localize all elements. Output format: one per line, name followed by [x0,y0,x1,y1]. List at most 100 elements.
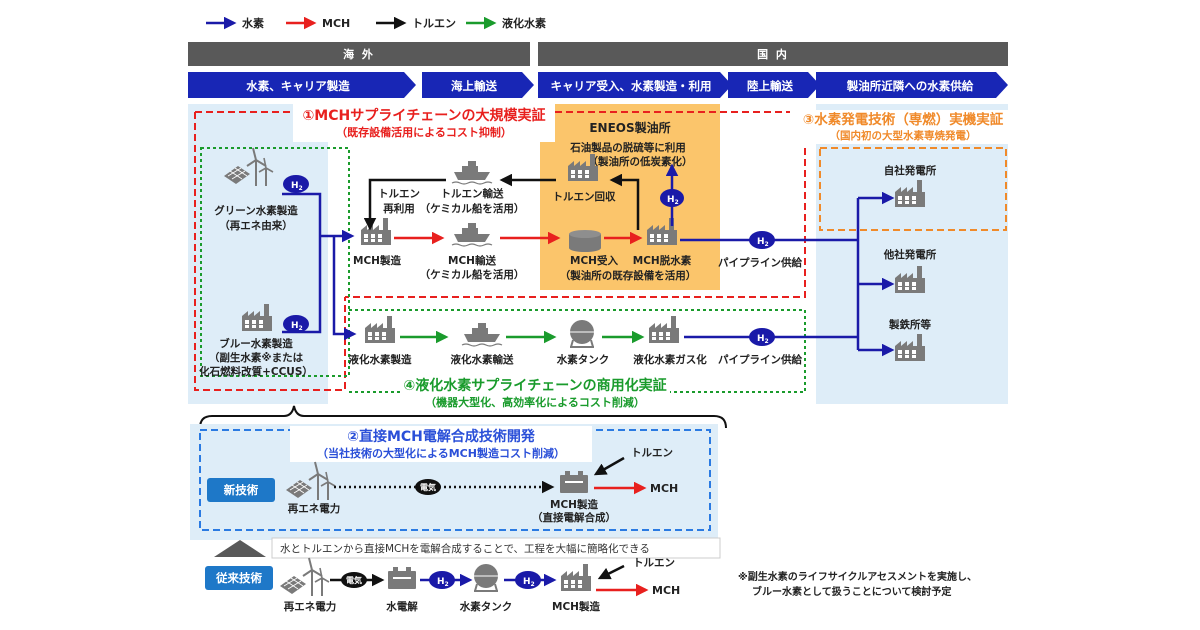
region-overseas-label: 海 外 [343,47,375,61]
project3-title-bg [790,110,1008,144]
old-tech-mch-make-label: MCH製造 [552,600,600,613]
lh2-border-left [200,147,350,377]
project3-subtitle: （国内初の大型水素専焼発電） [830,129,977,142]
new-tech-mch-make-2: （直接電解合成） [532,511,616,524]
project1-border-top [195,111,806,298]
toluene-reuse-arrow [363,178,446,231]
dehydro-label: MCH脱水素 [633,254,692,267]
simplify-note-box [271,537,721,559]
lh2-ship-label: 液化水素輸送 [451,353,514,366]
project3-title: ③水素発電技術（専燃）実機実証 [803,111,1004,128]
h2-badge-blue: H2 [283,315,309,333]
green-h2-label-1: グリーン水素製造 [214,204,298,217]
old-tech-renew-label: 再エネ電力 [284,600,337,613]
stage-label-4: 陸上輸送 [747,79,793,93]
mch-ship-label-1: MCH輸送 [448,254,496,267]
toluene-ship-label-1: トルエン輸送 [441,187,504,200]
new-tech-elec-badge [415,479,441,495]
mch-factory-icon [361,218,391,245]
toluene-ship-label-2: （ケミカル船を活用） [420,202,525,215]
new-tech-elec-label: 電気 [420,482,436,492]
old-tech-tank-icon [473,563,499,592]
h2-badge-pipeline2: H2 [749,328,775,346]
new-tech-mch-make-1: MCH製造 [550,498,598,511]
mch-ship-icon [451,222,493,247]
other-power-label: 他社発電所 [883,248,937,261]
legend-label-lh2: 液化水素 [502,16,546,30]
panel-overseas [188,104,328,404]
old-tech-toluene-arrow [597,564,625,580]
stage-chevron-5 [816,72,1008,98]
h2-to-lh2-arrow [332,236,357,341]
blue-h2-label-2: （副生水素※または [209,351,304,364]
lh2-ship-icon [461,322,503,347]
old-tech-electrolysis-label: 水電解 [385,600,418,613]
h2-tank-sphere-icon [569,319,595,348]
new-tech-toluene-label: トルエン [631,447,673,459]
legend-label-toluene: トルエン [412,17,456,30]
stage-chevron-2 [422,72,534,98]
project4-border [349,309,806,393]
h2-badge-pipeline1: H2 [749,231,775,249]
old-tech-electrolyzer-icon [388,567,416,589]
h2-badge-old-1: H2 [429,571,455,589]
svg-text:H2: H2 [757,334,769,345]
project1-title-bg [293,104,555,142]
blue-h2-label-3: 化石燃料改質+CCUS） [199,365,313,378]
footnote-line-1: ※副生水素のライフサイクルアセスメントを実施し、 [738,570,977,583]
project1-subtitle: （既存設備活用によるコスト抑制） [336,125,512,139]
refinery-box [540,104,720,290]
project2-title-bg [290,426,592,462]
old-tech-badge-label: 従来技術 [215,571,262,585]
footnote-line-2: ブルー水素として扱うことについて検討予定 [752,585,951,598]
project2-subtitle: （当社技術の大型化によるMCH製造コスト削減） [317,446,565,460]
toluene-recovery-arrow [609,173,640,230]
lh2-prod-label: 液化水素製造 [349,353,412,366]
new-tech-badge [207,478,275,502]
stage-chevron-1 [188,72,416,98]
svg-text:H2: H2 [523,577,535,588]
mch-ship-label-2: （ケミカル船を活用） [420,268,525,281]
refinery-name: ENEOS製油所 [589,120,670,135]
steel-label: 製鉄所等 [888,318,931,331]
old-tech-toluene-label: トルエン [633,557,675,569]
project1-border-left [194,112,346,391]
project2-title: ②直接MCH電解合成技術開発 [347,428,536,445]
stage-chevron-3 [538,72,732,98]
old-tech-elec-label: 電気 [346,575,362,585]
project3-border [819,147,1007,231]
project4-title-bg [400,375,670,413]
h2-tank-label: 水素タンク [556,353,610,366]
refinery-desulfur-2: （製油所の低炭素化） [588,155,693,168]
simplify-triangle [214,540,266,557]
svg-text:H2: H2 [291,181,303,192]
stage-label-2: 海上輸送 [451,79,497,93]
stage-label-5: 製油所近隣への水素供給 [846,79,974,93]
toluene-reuse-label-1: トルエン [378,188,420,200]
svg-text:H2: H2 [757,237,769,248]
blue-h2-label-1: ブルー水素製造 [219,337,293,350]
h2-badge-desulfur: H2 [660,189,684,207]
legend-label-h2: 水素 [242,16,264,30]
green-h2-label-2: （再エネ由来） [219,219,293,232]
simplify-note: 水とトルエンから直接MCHを電解合成することで、工程を大幅に簡略化できる [280,542,650,555]
svg-text:H2: H2 [667,195,679,206]
old-tech-mch-label: MCH [652,584,680,597]
toluene-reuse-label-2: 再利用 [383,202,415,215]
stage-label-1: 水素、キャリア製造 [246,79,350,93]
legend: 水素 MCH トルエン 液化水素 [206,16,546,30]
lh2-factory-icon [365,316,395,343]
old-tech-badge [205,566,273,590]
new-tech-badge-label: 新技術 [224,483,259,497]
mch-receive-label-1: MCH受入 [570,254,618,267]
new-tech-mch-label: MCH [650,482,678,495]
mch-receive-tank-icon [569,230,601,252]
old-tech-tank-label: 水素タンク [459,600,513,613]
project4-subtitle: （機器大型化、高効率化によるコスト削減） [425,395,645,409]
old-tech-mch-factory-icon [561,564,591,591]
svg-text:H2: H2 [437,577,449,588]
stage-chevron-4 [728,72,820,98]
mch-prod-label: MCH製造 [353,254,401,267]
project4-title: ④液化水素サプライチェーンの商用化実証 [403,377,666,394]
region-domestic-label: 国 内 [757,47,789,61]
